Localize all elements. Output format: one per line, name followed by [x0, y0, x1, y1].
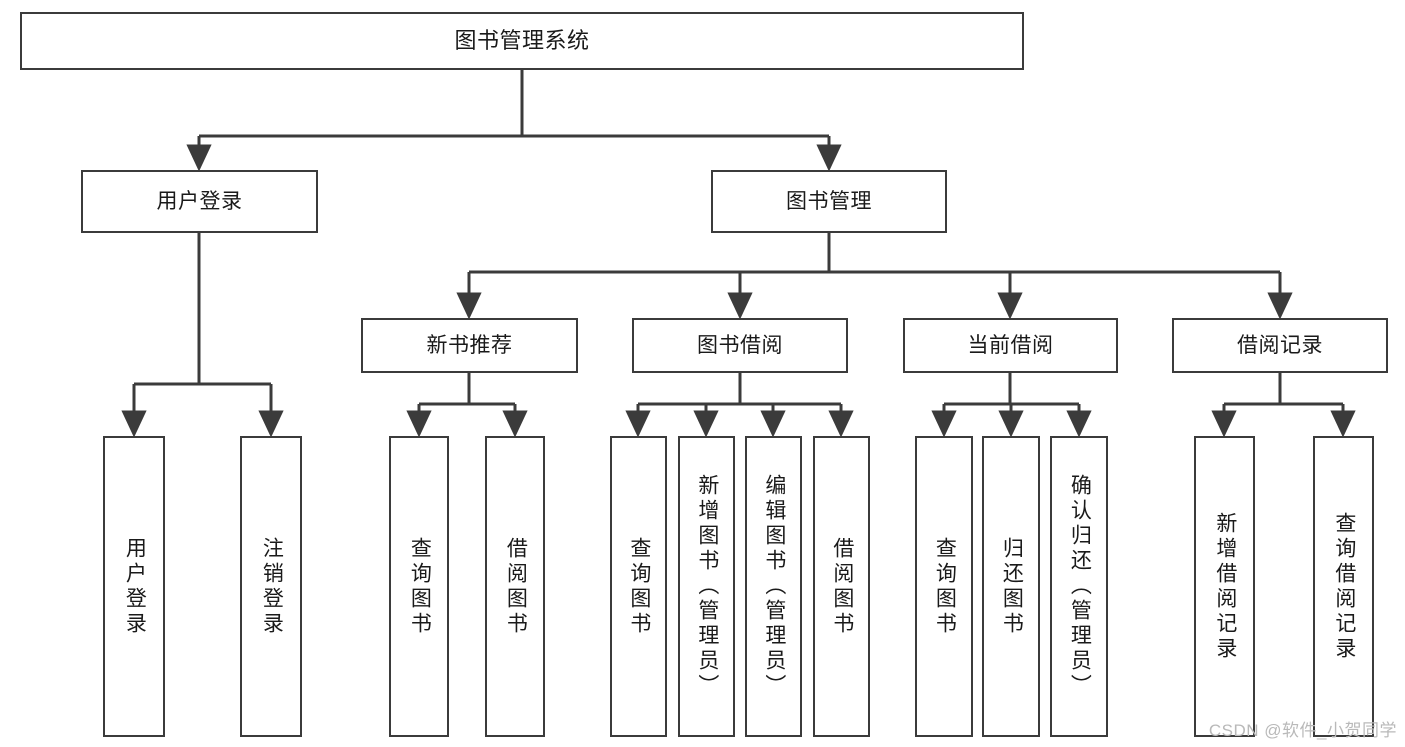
node-label: 查询图书	[408, 536, 432, 637]
node-label: 用户登录	[156, 189, 243, 213]
node-label: 归还图书	[1000, 536, 1024, 637]
node-label: 确认归还（管理员）	[1068, 474, 1092, 699]
node-leaf-edit-book[interactable]: 编辑图书（管理员）	[745, 436, 802, 737]
node-new-book-rec[interactable]: 新书推荐	[361, 318, 578, 373]
watermark-text: CSDN @软件_小贺同学	[1208, 721, 1397, 740]
node-leaf-user-logout[interactable]: 注销登录	[240, 436, 302, 737]
node-leaf-query-book-1[interactable]: 查询图书	[389, 436, 449, 737]
new-book-rec-to-leaves-bus	[419, 373, 515, 406]
node-label: 编辑图书（管理员）	[762, 474, 786, 699]
root-to-level1-bus	[199, 70, 829, 138]
node-leaf-add-book[interactable]: 新增图书（管理员）	[678, 436, 735, 737]
node-label: 图书借阅	[697, 333, 783, 357]
node-leaf-return-book[interactable]: 归还图书	[982, 436, 1040, 737]
node-root-system[interactable]: 图书管理系统	[20, 12, 1024, 70]
node-label: 查询借阅记录	[1332, 511, 1356, 662]
node-leaf-query-book-2[interactable]: 查询图书	[610, 436, 667, 737]
node-label: 查询图书	[627, 536, 651, 637]
node-label: 查询图书	[933, 536, 957, 637]
node-label: 图书管理系统	[454, 27, 590, 53]
node-label: 借阅图书	[830, 536, 854, 637]
node-label: 新增借阅记录	[1213, 511, 1237, 662]
book-borrow-to-leaves-bus	[638, 373, 841, 406]
node-leaf-query-record[interactable]: 查询借阅记录	[1313, 436, 1374, 737]
node-leaf-confirm-return[interactable]: 确认归还（管理员）	[1050, 436, 1108, 737]
node-borrow-record[interactable]: 借阅记录	[1172, 318, 1388, 373]
node-leaf-borrow-book-1[interactable]: 借阅图书	[485, 436, 545, 737]
node-leaf-add-record[interactable]: 新增借阅记录	[1194, 436, 1255, 737]
node-user-login[interactable]: 用户登录	[81, 170, 318, 233]
current-borrow-to-leaves-bus	[944, 373, 1079, 406]
user-login-to-leaves-bus	[134, 233, 271, 386]
borrow-record-to-leaves-bus	[1224, 373, 1343, 406]
node-book-manage[interactable]: 图书管理	[711, 170, 947, 233]
node-label: 新书推荐	[426, 333, 513, 357]
node-label: 注销登录	[260, 536, 284, 637]
node-current-borrow[interactable]: 当前借阅	[903, 318, 1118, 373]
node-label: 图书管理	[786, 189, 872, 213]
node-label: 用户登录	[123, 536, 147, 637]
node-label: 当前借阅	[967, 333, 1054, 357]
node-leaf-borrow-book-2[interactable]: 借阅图书	[813, 436, 870, 737]
node-label: 借阅图书	[504, 536, 528, 637]
node-label: 借阅记录	[1237, 333, 1323, 357]
node-book-borrow[interactable]: 图书借阅	[632, 318, 848, 373]
node-leaf-query-book-3[interactable]: 查询图书	[915, 436, 973, 737]
node-label: 新增图书（管理员）	[695, 474, 719, 699]
node-leaf-user-login[interactable]: 用户登录	[103, 436, 165, 737]
book-manage-to-level2-bus	[469, 233, 1280, 274]
